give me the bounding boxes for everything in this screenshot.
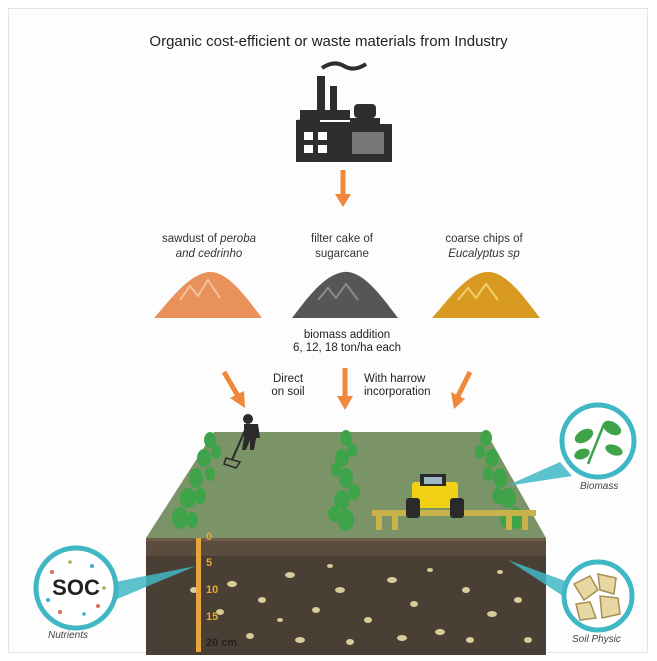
soil-physic-label: Soil Physic: [572, 634, 621, 645]
label-harrow-incorporation: With harrow incorporation: [364, 373, 431, 398]
soil-aggregate-icon: [572, 573, 621, 621]
diagram-title: Organic cost-efficient or waste material…: [149, 33, 508, 50]
biomass-bubble: [506, 402, 637, 486]
depth-tick-15: 15: [206, 611, 219, 623]
label-eucalyptus: coarse chips of Eucalyptus sp: [445, 233, 523, 260]
label-sawdust: sawdust of peroba and cedrinho: [162, 233, 256, 260]
biomass-addition-note: biomass addition 6, 12, 18 ton/ha each: [292, 329, 402, 354]
soc-bubble: [33, 545, 196, 631]
pile-sawdust: [154, 271, 262, 318]
arrow-factory-down: [335, 170, 351, 207]
arrow-left: [221, 370, 245, 408]
label-direct-on-soil: Direct on soil: [271, 373, 305, 398]
depth-tick-0: 0: [206, 531, 213, 543]
soil-block: [146, 538, 546, 655]
arrow-right: [451, 370, 473, 409]
factory-icon: [296, 61, 392, 162]
label-filter-cake: filter cake of sugarcane: [311, 233, 373, 260]
pile-eucalyptus-chips: [432, 271, 540, 318]
soil-physic-bubble: [508, 559, 635, 633]
depth-tick-5: 5: [206, 557, 213, 569]
depth-tick-10: 10: [206, 584, 219, 596]
soil-pebbles: [190, 564, 532, 645]
pile-filter-cake: [292, 271, 398, 318]
farmer-icon: [223, 414, 260, 469]
tractor-icon: [372, 474, 536, 530]
depth-ruler: [196, 538, 201, 652]
arrow-center: [337, 368, 353, 410]
biomass-label: Biomass: [580, 481, 619, 492]
leaf-icon: [574, 420, 623, 465]
soc-text: SOC: [52, 575, 100, 600]
plant-row-center: [328, 430, 360, 531]
soil-top-band: [146, 538, 546, 556]
depth-tick-20: 20 cm: [206, 637, 238, 649]
plant-row-left: [172, 432, 221, 529]
nutrients-label: Nutrients: [48, 630, 89, 641]
